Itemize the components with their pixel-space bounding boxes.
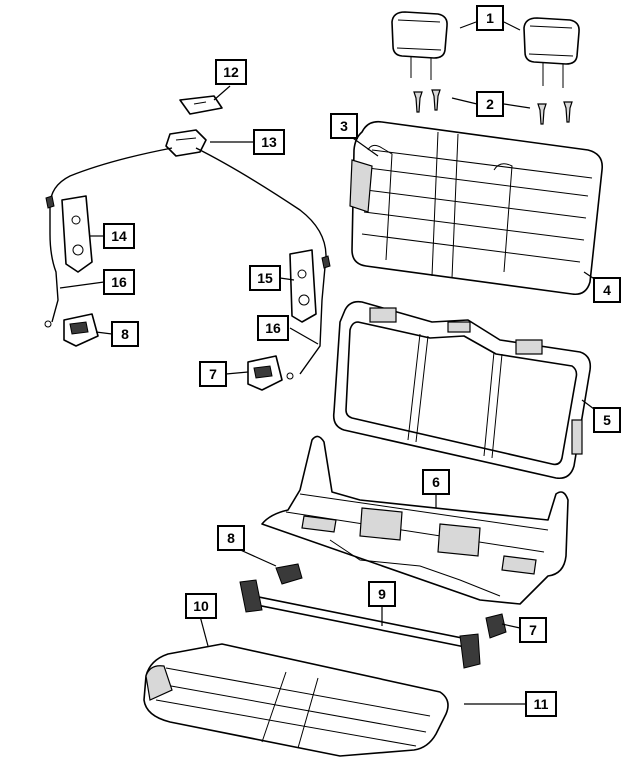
svg-text:1: 1 — [486, 10, 494, 26]
seat-cushion-frame — [261, 435, 569, 605]
release-cable-left — [49, 147, 173, 323]
recliner-left — [45, 195, 93, 273]
callout-8-lower: 8 — [217, 525, 245, 551]
svg-text:7: 7 — [529, 622, 537, 638]
release-cable-right — [195, 147, 327, 375]
svg-text:13: 13 — [261, 134, 277, 150]
headrest-right — [523, 17, 580, 88]
svg-text:9: 9 — [378, 586, 386, 602]
callout-12: 12 — [215, 59, 247, 85]
callout-13: 13 — [253, 129, 285, 155]
leader-lines — [59, 21, 599, 705]
svg-text:11: 11 — [534, 696, 549, 712]
recliner-right — [289, 249, 331, 323]
callout-7-lower: 7 — [519, 617, 547, 643]
svg-text:16: 16 — [111, 274, 127, 290]
svg-text:12: 12 — [223, 64, 239, 80]
callout-6: 6 — [422, 469, 450, 495]
headrest-left — [391, 11, 448, 80]
svg-text:6: 6 — [432, 474, 440, 490]
callout-4: 4 — [593, 277, 621, 303]
latch-right-upper — [247, 355, 294, 391]
seat-back — [349, 120, 604, 296]
callout-14: 14 — [103, 223, 135, 249]
callout-5: 5 — [593, 407, 621, 433]
svg-text:16: 16 — [265, 320, 281, 336]
headrest-guides — [413, 89, 573, 125]
callout-8-upper: 8 — [111, 321, 139, 347]
svg-text:3: 3 — [340, 118, 348, 134]
callout-11: 11 — [525, 691, 557, 717]
seat-cushion — [143, 643, 449, 757]
svg-text:10: 10 — [193, 598, 209, 614]
svg-text:5: 5 — [603, 412, 611, 428]
latch-striker-left — [275, 563, 303, 585]
callout-1: 1 — [476, 5, 504, 31]
seat-cross-rod — [239, 579, 481, 669]
svg-text:2: 2 — [486, 96, 494, 112]
svg-text:14: 14 — [111, 228, 127, 244]
release-bezel — [179, 95, 223, 115]
svg-text:7: 7 — [209, 366, 217, 382]
callout-15: 15 — [249, 265, 281, 291]
latch-striker-right — [485, 613, 507, 639]
callout-2: 2 — [476, 91, 504, 117]
svg-text:8: 8 — [227, 530, 235, 546]
svg-text:4: 4 — [603, 282, 611, 298]
callout-3: 3 — [330, 113, 358, 139]
callout-9: 9 — [368, 581, 396, 607]
latch-left-upper — [44, 313, 99, 347]
release-handle — [165, 129, 207, 157]
callout-16-left: 16 — [103, 269, 135, 295]
seat-back-frame — [332, 300, 592, 480]
svg-text:8: 8 — [121, 326, 129, 342]
svg-text:15: 15 — [257, 270, 273, 286]
callout-7-upper: 7 — [199, 361, 227, 387]
callout-10: 10 — [185, 593, 217, 619]
callout-16-right: 16 — [257, 315, 289, 341]
